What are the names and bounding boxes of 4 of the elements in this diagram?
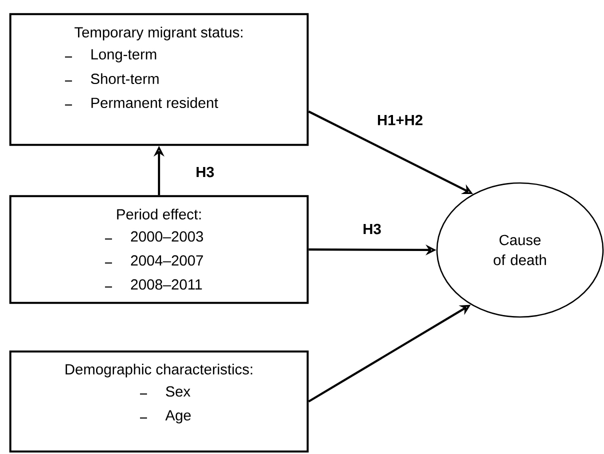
edge-label: H1+H2: [376, 114, 424, 126]
text-box: Temporary migrant status: Long-term Short-term Permanent resident: [9, 13, 309, 146]
text-box: Demographic characteristics: Sex Age: [9, 350, 309, 452]
text-box: Period effect: 2000–2003 2004–2007 2008–2011: [9, 195, 309, 304]
